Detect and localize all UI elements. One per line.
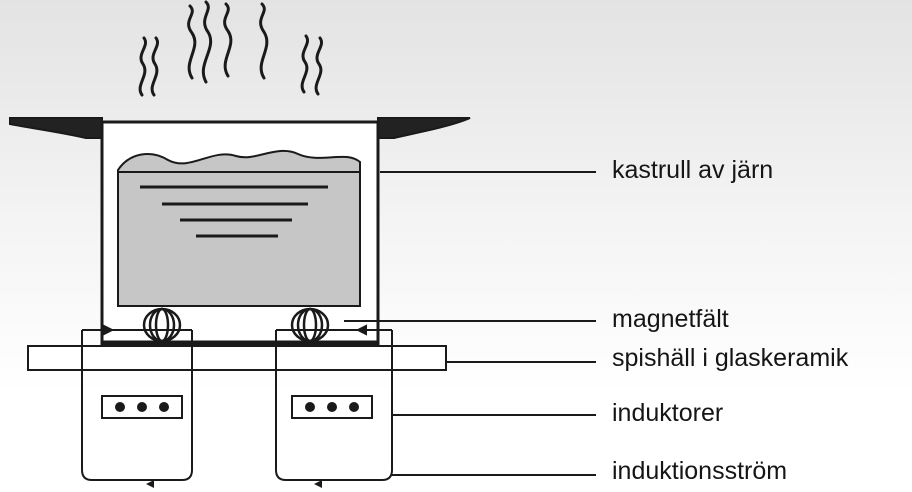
label-magnetic-field: magnetfält [612,305,729,333]
steam-wave [150,36,159,97]
steam-wave [259,2,269,80]
steam-wave [187,4,197,80]
pot-handle-right [377,117,471,139]
leader-lines [344,171,596,476]
inductor-right [275,330,393,488]
inductor-left [81,330,193,488]
steam-wave [300,34,309,94]
label-inductors: induktorer [612,399,724,427]
steam-wave [138,36,147,97]
steam [138,0,323,97]
water-lines [140,185,328,238]
label-pot: kastrull av järn [612,156,774,184]
steam-wave [201,0,213,84]
glass-ceramic-hob [27,345,447,371]
label-hob: spishäll i glaskeramik [612,344,849,372]
steam-wave [223,2,233,78]
label-induction-current: induktionsström [612,457,788,485]
water [117,149,361,307]
steam-wave [314,36,323,96]
pot-handle-left [9,117,103,139]
